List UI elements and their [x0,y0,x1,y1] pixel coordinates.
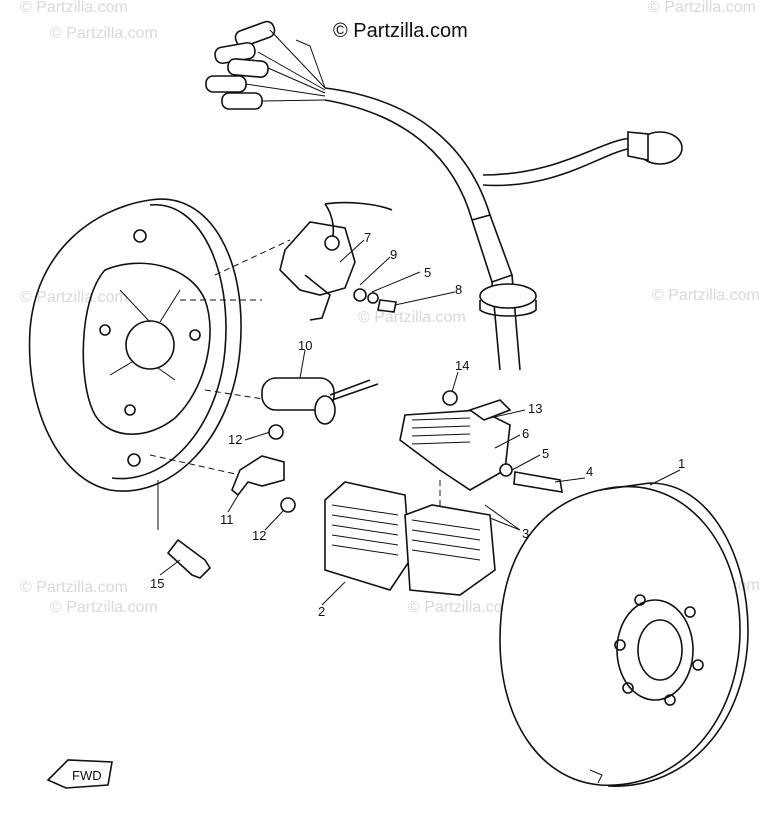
callout-13: 13 [528,401,542,416]
lighting-coil [324,481,496,596]
contact-breaker [279,201,393,321]
condenser [261,377,379,425]
connector-bundle [205,20,326,110]
callout-6: 6 [522,426,529,441]
flywheel-rotor [499,482,749,787]
callout-1: 1 [678,456,685,471]
callout-15: 15 [150,576,164,591]
callout-12a: 12 [228,432,242,447]
copyright-text: © Partzilla.com [333,20,468,42]
watermark: © Partzilla.com [20,289,128,306]
wire-harness [205,20,683,371]
watermark: © Partzilla.com [408,599,516,616]
watermark: © Partzilla.com [20,579,128,596]
callout-5a: 5 [424,265,431,280]
stator-base-plate [28,198,242,492]
watermark: © Partzilla.com [20,0,128,16]
watermark: © Partzilla.com [652,287,760,304]
watermark: © Partzilla.com [50,25,158,42]
callout-8: 8 [455,282,462,297]
bracket [231,455,285,497]
callout-9: 9 [390,247,397,262]
watermark: © Partzilla.com [358,309,466,326]
fwd-label: FWD [72,768,102,783]
callout-5b: 5 [542,446,549,461]
callout-4: 4 [586,464,593,479]
callout-leaders [159,239,681,606]
watermark: © Partzilla.com [50,599,158,616]
callout-2: 2 [318,604,325,619]
watermark: © Partzilla.com [648,0,756,16]
callout-14: 14 [455,358,469,373]
callout-numbers: 1 2 3 4 5 5 6 7 8 9 10 11 12 12 13 14 15 [150,230,685,619]
callout-7: 7 [364,230,371,245]
callout-11: 11 [220,512,234,527]
screws [166,288,458,579]
callout-3: 3 [522,526,529,541]
fwd-arrow: FWD [46,759,113,789]
callout-10: 10 [298,338,312,353]
callout-12b: 12 [252,528,266,543]
